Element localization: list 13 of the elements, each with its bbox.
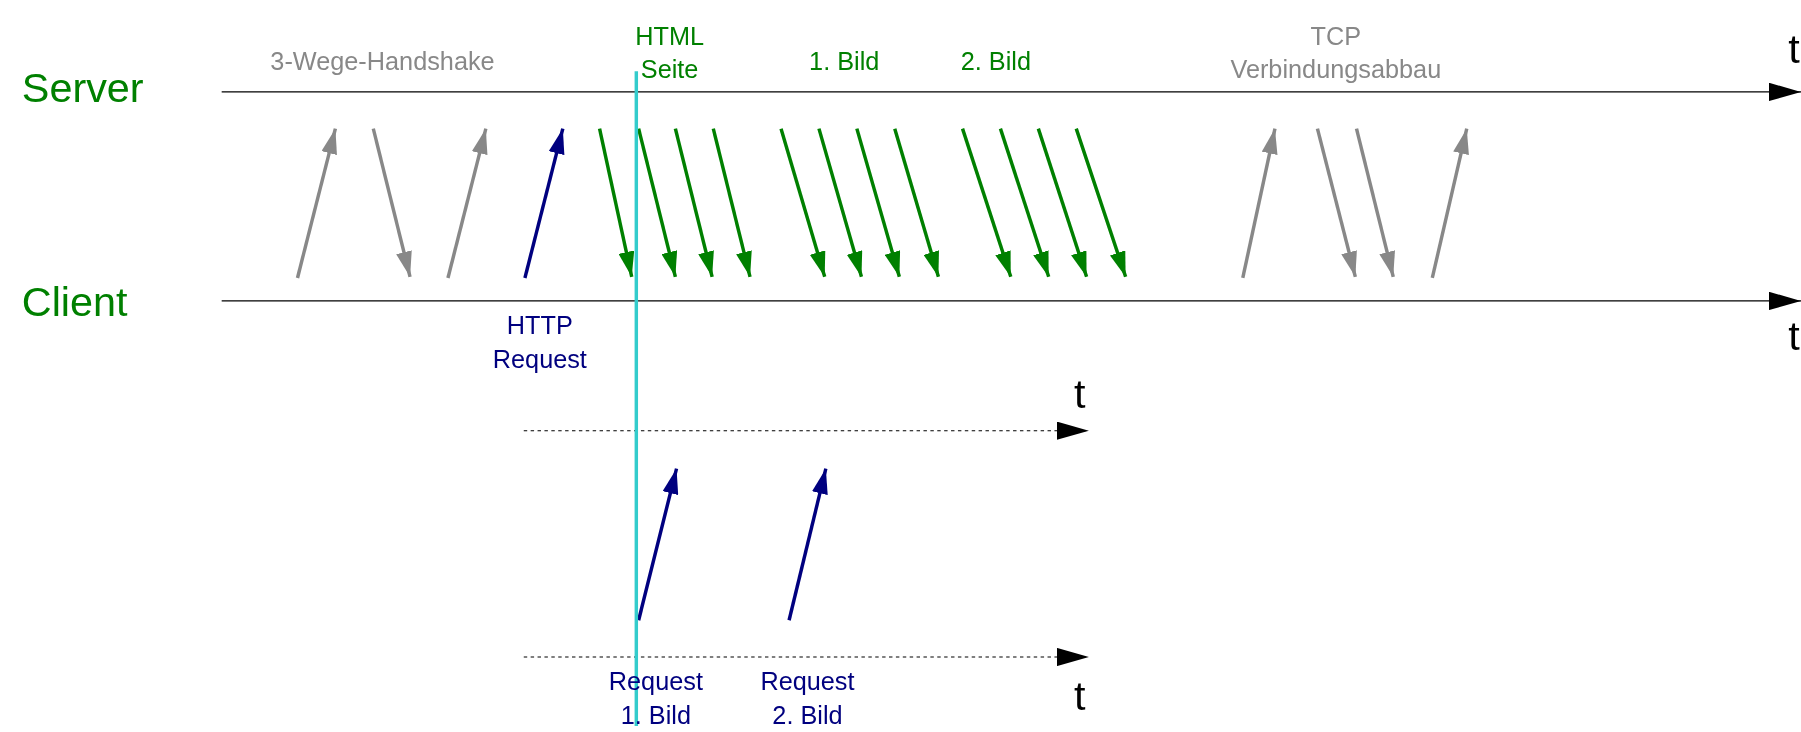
time-axis-label: t — [1073, 671, 1086, 720]
section-heading: 3-Wege-Handshake — [270, 46, 495, 78]
section-heading: HTML Seite — [635, 20, 705, 86]
time-axis-label: t — [1073, 369, 1086, 418]
section-heading: 2. Bild — [960, 46, 1031, 78]
time-axis-label: t — [1788, 312, 1800, 360]
time-axis-label: t — [1788, 25, 1800, 73]
lane-label: Client — [21, 277, 128, 326]
section-heading: 1. Bild — [809, 46, 880, 78]
message-label: Request 2. Bild — [760, 666, 855, 731]
section-heading: TCP Verbindungsabbau — [1230, 20, 1442, 86]
message-label: HTTP Request — [492, 310, 587, 375]
lane-label: Server — [21, 64, 144, 112]
